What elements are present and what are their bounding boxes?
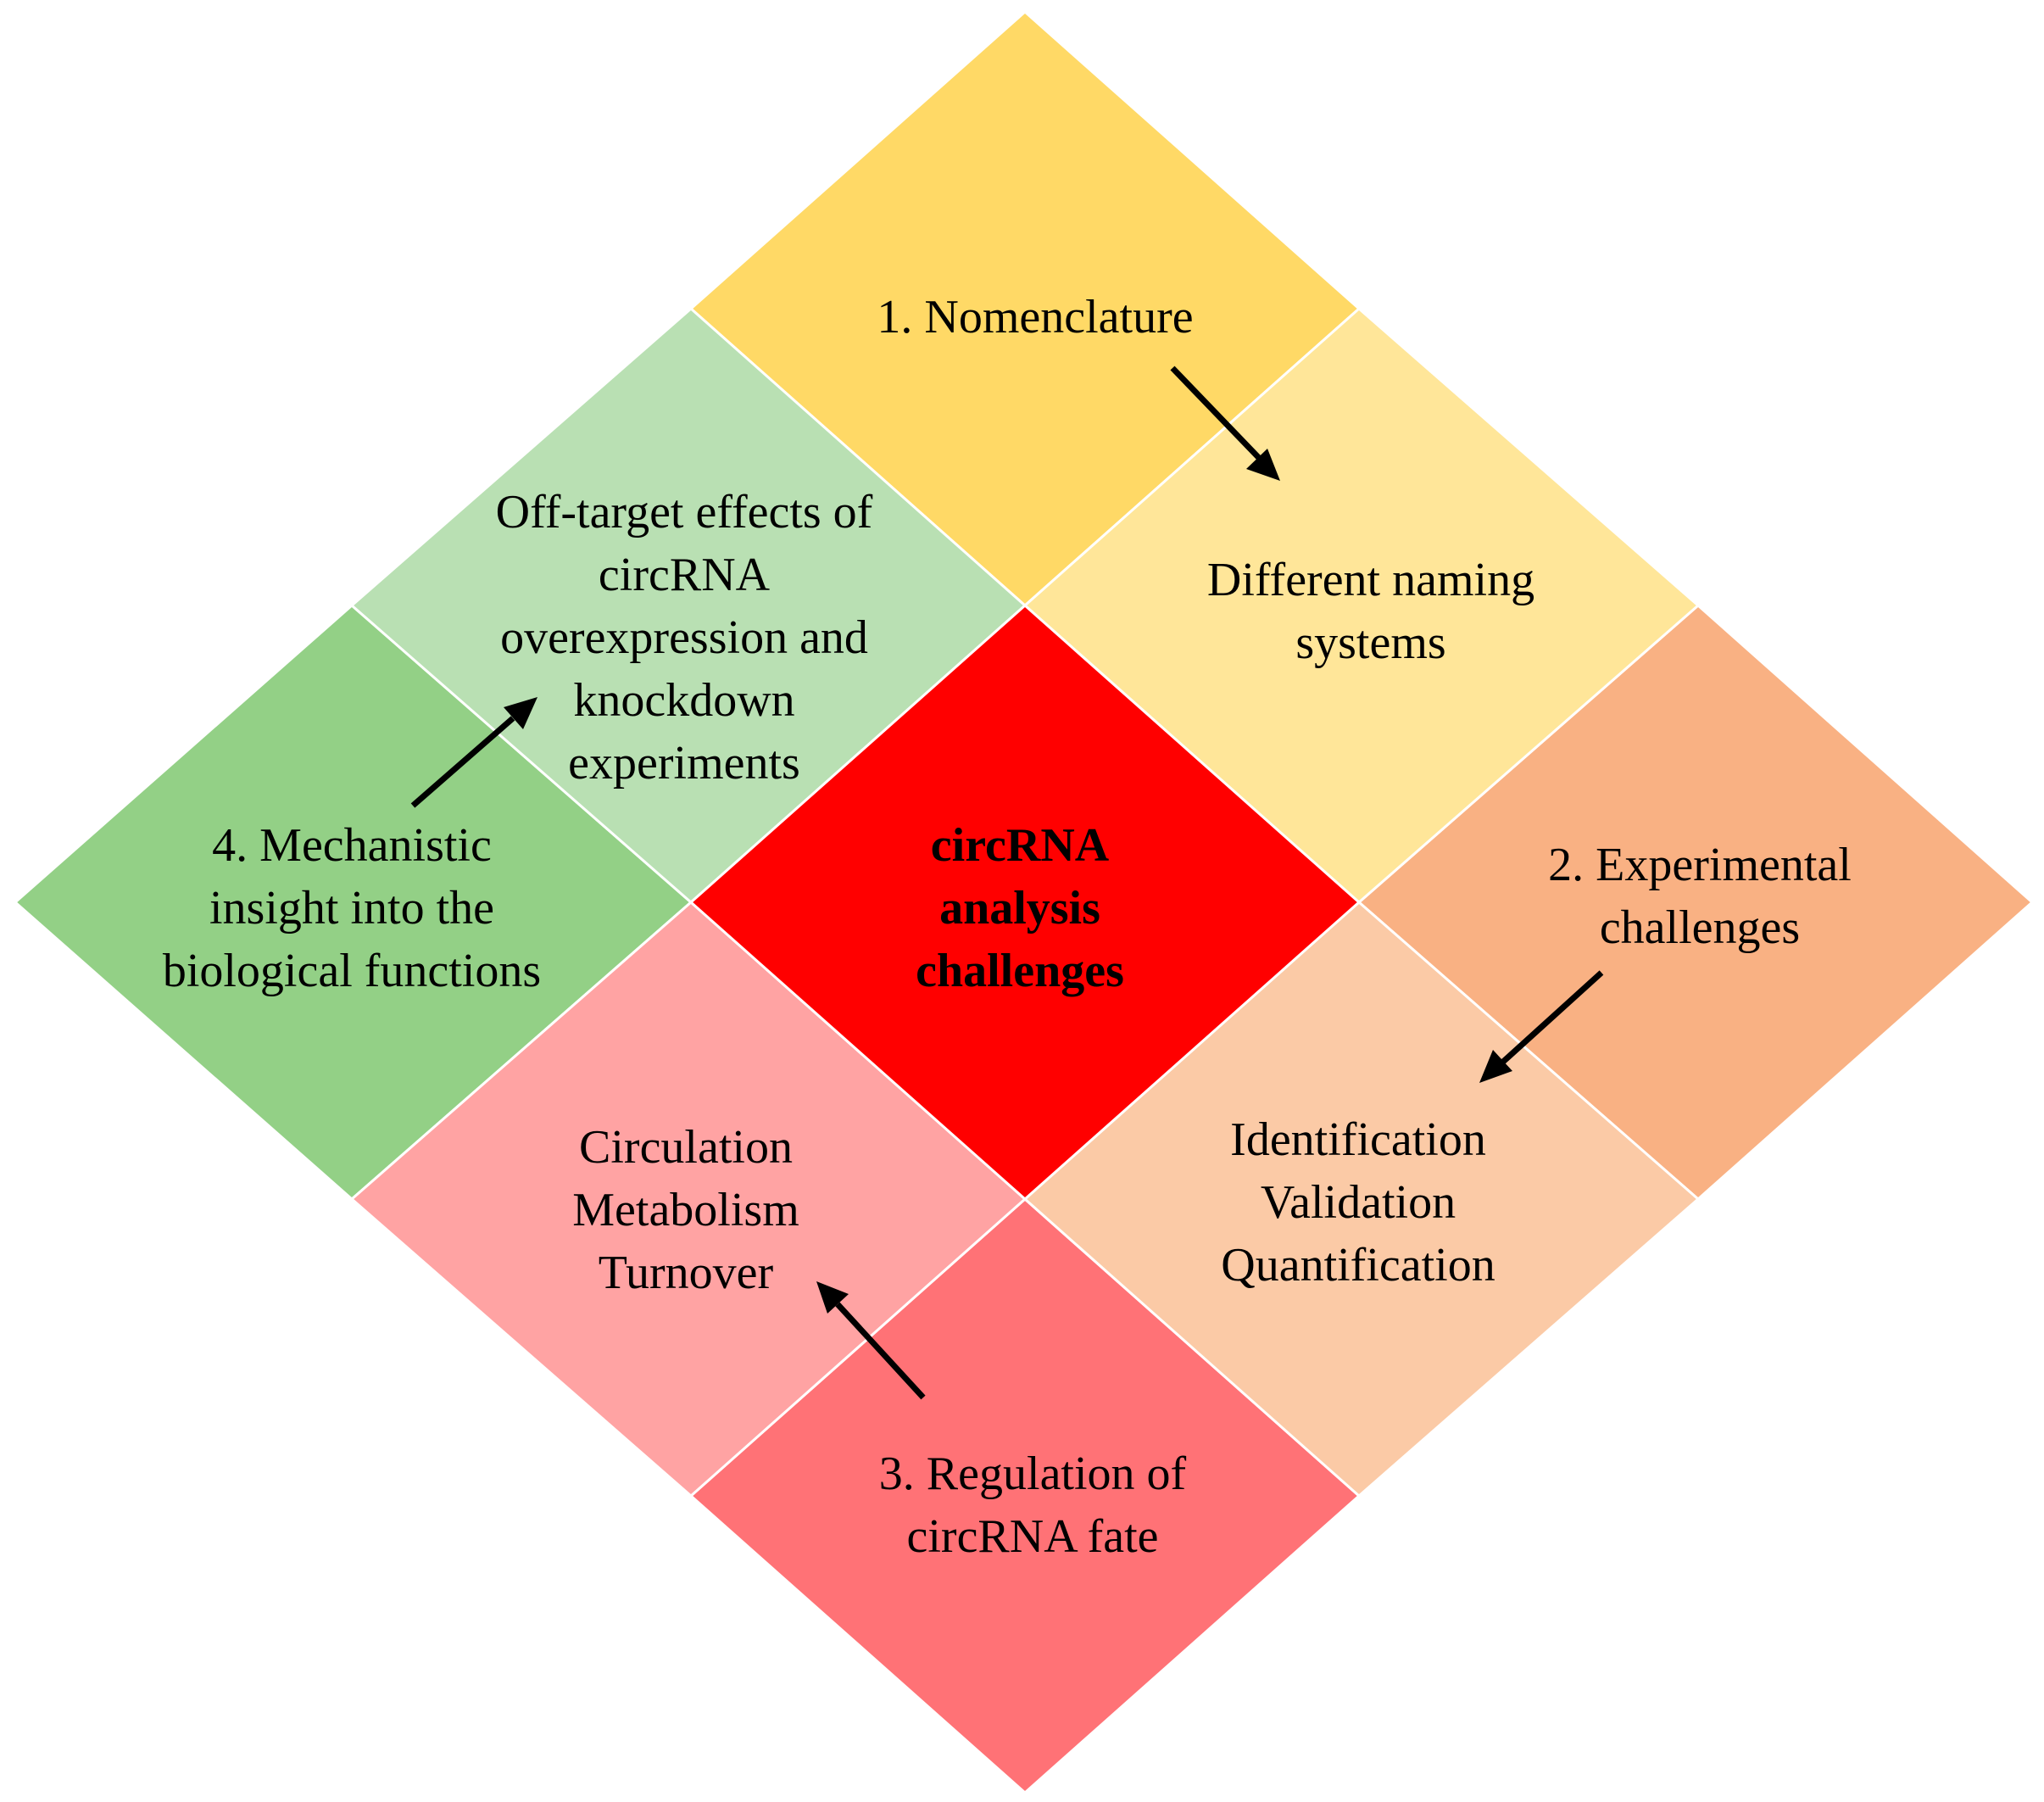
arrow-experimental-to-detail xyxy=(1479,970,1604,1083)
center-title-line: analysis xyxy=(939,882,1100,934)
mechanistic-detail-line: knockdown xyxy=(573,674,794,727)
regulation-detail-line: Metabolism xyxy=(572,1184,799,1236)
regulation-title-line: 3. Regulation of xyxy=(879,1448,1187,1500)
experimental-detail-line: Identification xyxy=(1230,1113,1486,1166)
mechanistic-title-line: insight into the xyxy=(209,882,494,934)
center-title-line: circRNA xyxy=(931,819,1110,872)
regulation-detail-line: Turnover xyxy=(599,1247,774,1299)
regulation-title-line: circRNA fate xyxy=(907,1510,1159,1563)
nomenclature-title: 1. Nomenclature xyxy=(877,291,1193,343)
mechanistic-detail-line: experiments xyxy=(568,737,800,789)
mechanistic-detail-line: circRNA xyxy=(599,549,771,601)
arrow-mechanistic-to-detail xyxy=(410,697,537,808)
center-tile xyxy=(688,603,1362,1202)
center-title-line: challenges xyxy=(916,945,1124,997)
experimental-title-line: challenges xyxy=(1600,901,1800,954)
experimental-detail-line: Quantification xyxy=(1221,1239,1495,1292)
nomenclature-detail-line: systems xyxy=(1295,616,1445,669)
regulation-detail-line: Circulation xyxy=(579,1121,793,1174)
nomenclature-detail-line: Different naming xyxy=(1207,554,1534,606)
mechanistic-detail-line: Off-target effects of xyxy=(496,486,873,538)
arrow-nomenclature-to-detail xyxy=(1170,365,1280,481)
arrow-regulation-to-detail xyxy=(816,1281,926,1400)
mechanistic-detail-line: overexpression and xyxy=(500,611,868,664)
mechanistic-title-line: biological functions xyxy=(163,945,541,997)
experimental-detail-line: Validation xyxy=(1261,1176,1456,1229)
experimental-title-line: 2. Experimental xyxy=(1548,839,1852,891)
mechanistic-title-line: 4. Mechanistic xyxy=(212,819,492,872)
